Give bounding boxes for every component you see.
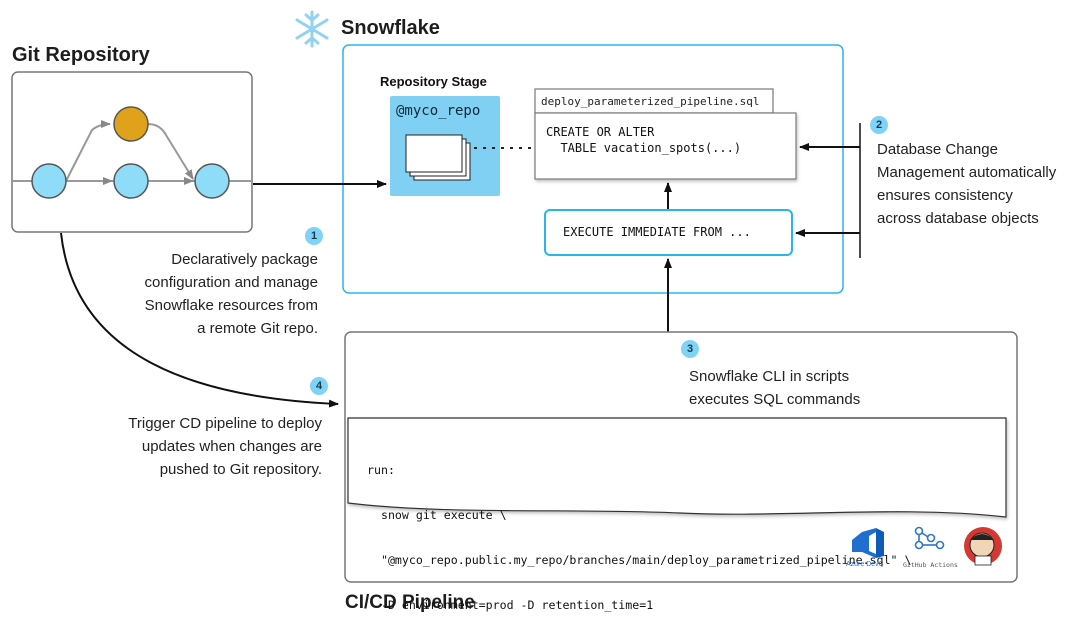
step-4-line: updates when changes are [141,438,322,455]
step-1-line: a remote Git repo. [197,320,318,337]
step-1-badge: 1 [305,227,323,245]
commit-node-1 [31,163,67,199]
step-2-line: across database objects [877,210,1039,227]
sql-file-tab [534,88,774,114]
code-line: snow git execute \ [367,508,507,522]
sql-line-2: TABLE vacation_spots(...) [546,141,742,155]
document-stack-icon [405,134,471,181]
git-repo-box [11,71,253,233]
snowflake-title: Snowflake [341,17,440,39]
step-2-line: Management automatically [877,164,1057,181]
git-repo-title: Git Repository [12,44,150,66]
commit-node-3 [194,163,230,199]
step-3-text: Snowflake CLI in scripts executes SQL co… [689,365,919,411]
step-1-text: Declaratively package configuration and … [110,248,318,340]
step-4-text: Trigger CD pipeline to deploy updates wh… [92,412,322,481]
step-4-badge: 4 [310,377,328,395]
repo-stage-label: Repository Stage [380,74,487,89]
sql-code: CREATE OR ALTER TABLE vacation_spots(...… [546,124,741,156]
commit-node-branch [113,106,149,142]
github-actions-logo-icon [914,526,945,550]
step-4-line: pushed to Git repository. [159,461,322,478]
sql-line-1: CREATE OR ALTER [546,125,655,139]
github-actions-label: GitHub Actions [903,561,958,569]
execute-box [544,209,793,256]
jenkins-logo-icon [964,527,1002,566]
commit-node-2 [113,163,149,199]
step-1-line: Declaratively package [171,251,318,268]
code-line: "@myco_repo.public.my_repo/branches/main… [367,553,912,567]
code-line: run: [367,463,395,477]
step-2-line: ensures consistency [877,187,1013,204]
step-1-line: Snowflake resources from [144,297,318,314]
sql-file-name: deploy_parameterized_pipeline.sql [541,95,760,108]
repo-stage-name: @myco_repo [396,103,481,119]
step-2-text: Database Change Management automatically… [877,138,1087,230]
azure-devops-logo-icon [852,528,884,558]
cicd-title: CI/CD Pipeline [345,592,475,613]
step-3-badge: 3 [681,340,699,358]
code-sheet [347,417,1007,518]
step-3-line: Snowflake CLI in scripts [689,368,850,385]
execute-text: EXECUTE IMMEDIATE FROM ... [563,225,751,239]
step-1-line: configuration and manage [144,274,318,291]
step-4-line: Trigger CD pipeline to deploy [128,415,322,432]
step-2-badge: 2 [870,116,888,134]
sql-file-box [534,112,797,180]
step-3-line: executes SQL commands [689,391,861,408]
snowflake-logo-icon [295,10,329,48]
pipeline-code: run: snow git execute \ "@myco_repo.publ… [367,433,911,628]
code-line: -D environment=prod -D retention_time=1 [367,598,654,612]
step-2-line: Database Change [877,141,998,158]
azure-devops-label: Azure DevC [846,561,884,568]
